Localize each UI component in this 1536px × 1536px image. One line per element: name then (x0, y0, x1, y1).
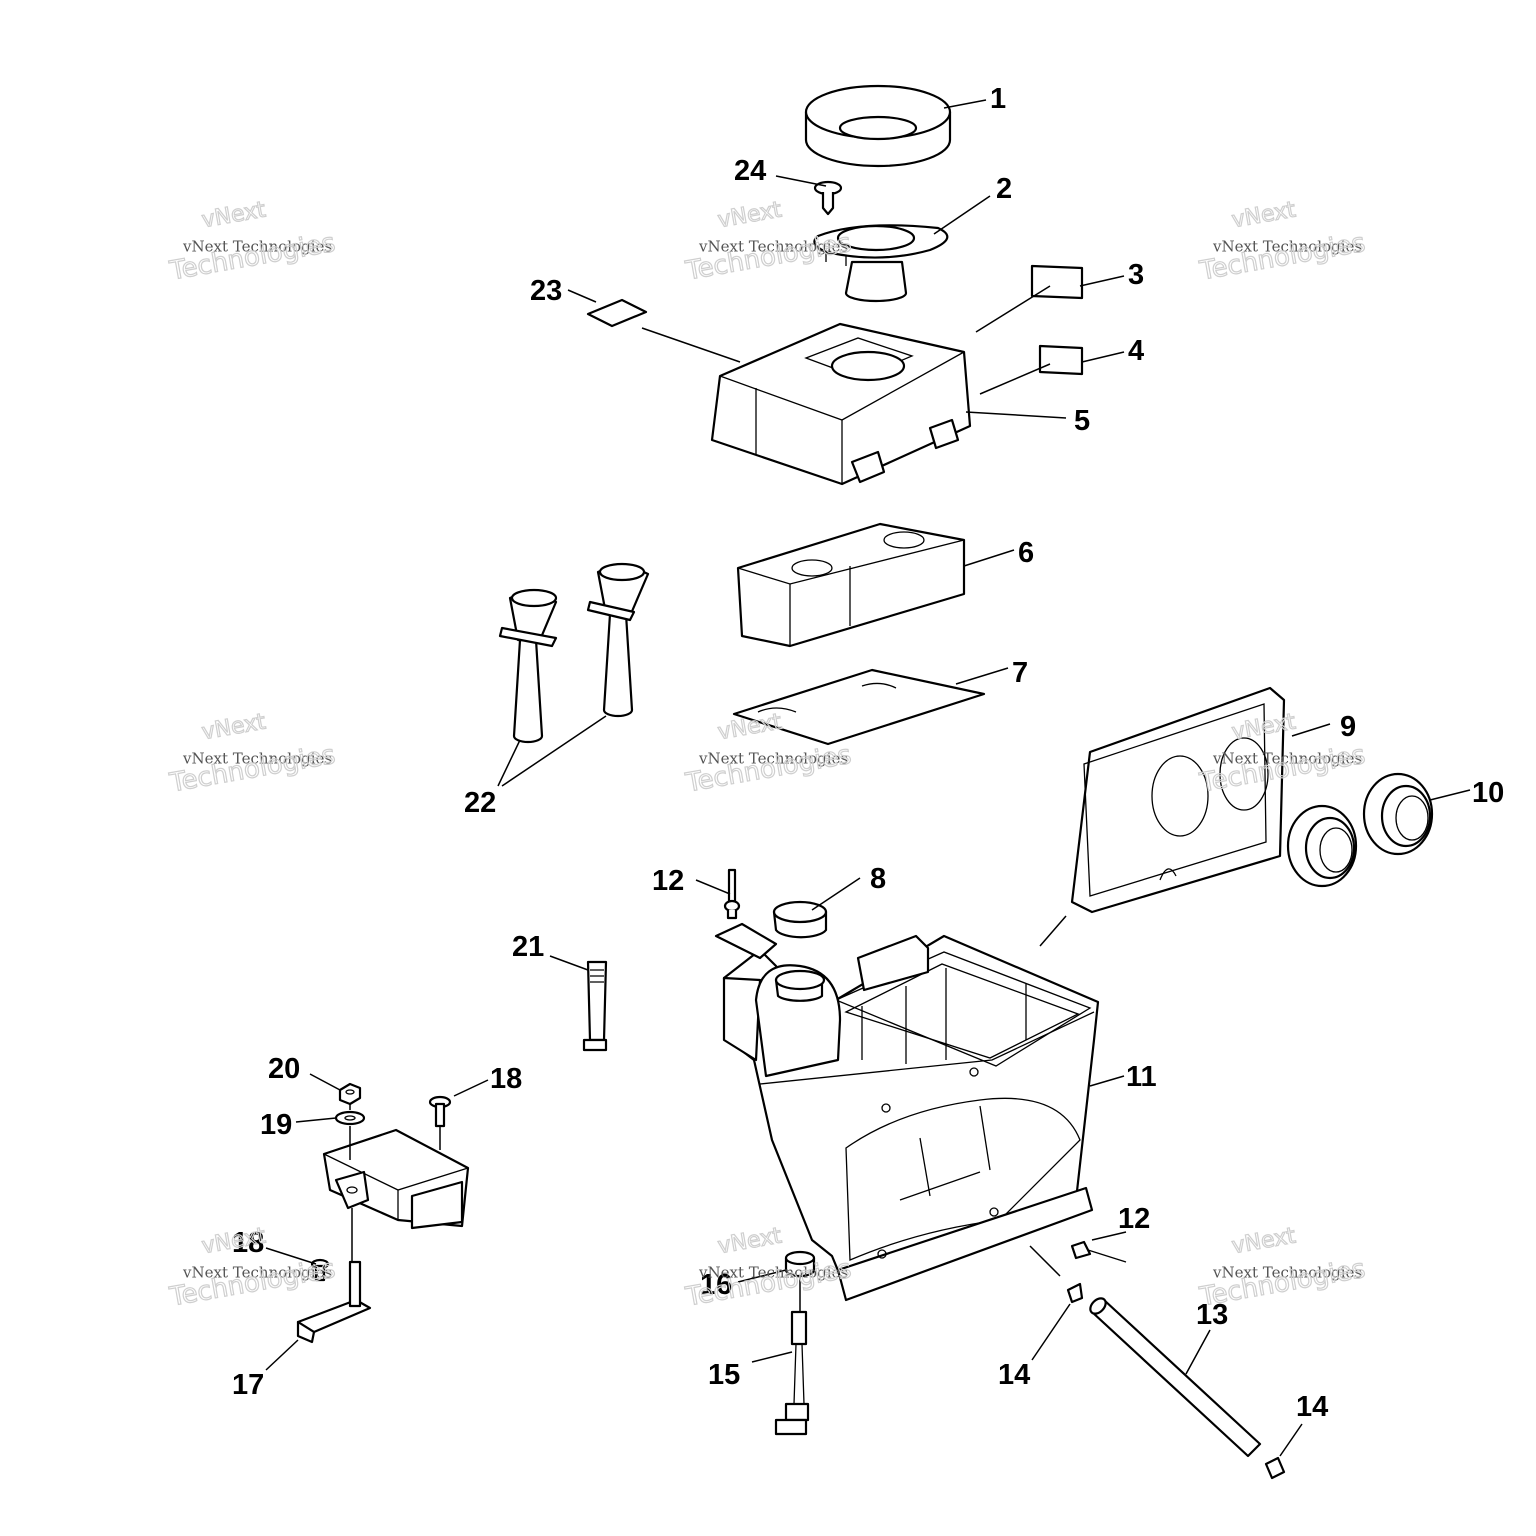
callout-12-upper: 12 (652, 865, 684, 897)
watermark-full: vNext Technologies (698, 749, 848, 767)
part-13-hose (1089, 1297, 1262, 1458)
part-14-clamp-b (1264, 1456, 1286, 1480)
part-6-air-filter (736, 522, 966, 648)
callout-11: 11 (1126, 1061, 1157, 1093)
callout-18-lower: 18 (232, 1227, 264, 1259)
part-24-push-rivet (813, 180, 843, 216)
callout-21: 21 (512, 931, 544, 963)
callout-8: 8 (870, 863, 886, 895)
callout-18-upper: 18 (490, 1063, 522, 1095)
watermark-bottom-center: vNext vNext Technologies Technologies (682, 1223, 854, 1313)
callout-7: 7 (1012, 657, 1028, 689)
part-8-cap (772, 900, 828, 939)
callout-6: 6 (1018, 537, 1034, 569)
part-1-foam-ring (804, 84, 952, 168)
callout-22: 22 (464, 787, 496, 819)
watermark-mid-right: vNext vNext Technologies Technologies (1196, 709, 1368, 799)
watermark-full: vNext Technologies (698, 1263, 848, 1281)
watermark-bottom-left: vNext vNext Technologies Technologies (166, 1223, 338, 1313)
callout-15: 15 (708, 1359, 740, 1391)
watermark-full: vNext Technologies (182, 749, 332, 767)
callout-23: 23 (530, 275, 562, 307)
part-18-bolt-lower (310, 1258, 330, 1282)
callout-1: 1 (990, 83, 1006, 115)
part-10-intake-boots (1286, 772, 1434, 888)
callout-10: 10 (1472, 777, 1504, 809)
callout-9: 9 (1340, 711, 1356, 743)
callout-4: 4 (1128, 335, 1144, 367)
leader-lines (265, 99, 1471, 1457)
watermark-full: vNext Technologies (698, 237, 848, 255)
watermark-full: vNext Technologies (1212, 237, 1362, 255)
watermark-bottom-right: vNext vNext Technologies Technologies (1196, 1223, 1368, 1313)
part-12-screw-lower (1070, 1240, 1127, 1263)
part-2-intake-boot (813, 224, 949, 303)
watermark-brand: vNext (200, 709, 268, 745)
control-module (322, 1128, 470, 1230)
part-4-label (1038, 344, 1084, 376)
callout-numbers: 1 2 3 4 5 6 7 8 9 10 11 12 12 13 14 14 1… (232, 83, 1504, 1423)
callout-16: 16 (700, 1269, 732, 1301)
part-9-side-plate (1070, 686, 1286, 914)
part-22-intake-horns (498, 562, 650, 744)
callout-14-a: 14 (998, 1359, 1030, 1391)
callout-17: 17 (232, 1369, 264, 1401)
watermark-brand: vNext (1230, 1223, 1298, 1259)
part-12-screw-upper (723, 868, 741, 920)
part-15-sensor (774, 1310, 810, 1436)
callout-14-b: 14 (1296, 1391, 1328, 1423)
part-21-clip (582, 960, 608, 1052)
watermark-brand: vNext (716, 709, 784, 745)
part-23-label (586, 298, 648, 328)
part-11-airbox-body (714, 922, 1100, 1302)
callout-2: 2 (996, 173, 1012, 205)
part-7-gasket-plate (732, 668, 986, 746)
watermark-brand: vNext (1230, 197, 1298, 233)
watermark-brand: vNext (716, 1223, 784, 1259)
watermark-top-left: vNext vNext Technologies Technologies (166, 197, 338, 287)
part-5-airbox-lid (710, 322, 972, 486)
callout-24: 24 (734, 155, 766, 187)
watermark-full: vNext Technologies (1212, 749, 1362, 767)
callout-3: 3 (1128, 259, 1144, 291)
part-17-bracket (296, 1260, 372, 1344)
callout-20: 20 (268, 1053, 300, 1085)
callout-19: 19 (260, 1109, 292, 1141)
watermark-full: vNext Technologies (1212, 1263, 1362, 1281)
watermark-brand: vNext (716, 197, 784, 233)
part-20-nut (338, 1082, 362, 1106)
watermark-mid-left: vNext vNext Technologies Technologies (166, 709, 338, 799)
part-18-bolt-upper (428, 1095, 452, 1128)
callout-13: 13 (1196, 1299, 1228, 1331)
watermark-full: vNext Technologies (182, 1263, 332, 1281)
watermark-brand: vNext (200, 197, 268, 233)
part-16-grommet (784, 1250, 816, 1278)
part-14-clamp-a (1066, 1282, 1084, 1304)
watermark-top-right: vNext vNext Technologies Technologies (1196, 197, 1368, 287)
watermark-top-center: vNext vNext Technologies Technologies (682, 197, 854, 287)
callout-12-lower: 12 (1118, 1203, 1150, 1235)
watermark-full: vNext Technologies (182, 237, 332, 255)
callout-5: 5 (1074, 405, 1090, 437)
part-19-washer (334, 1110, 366, 1126)
